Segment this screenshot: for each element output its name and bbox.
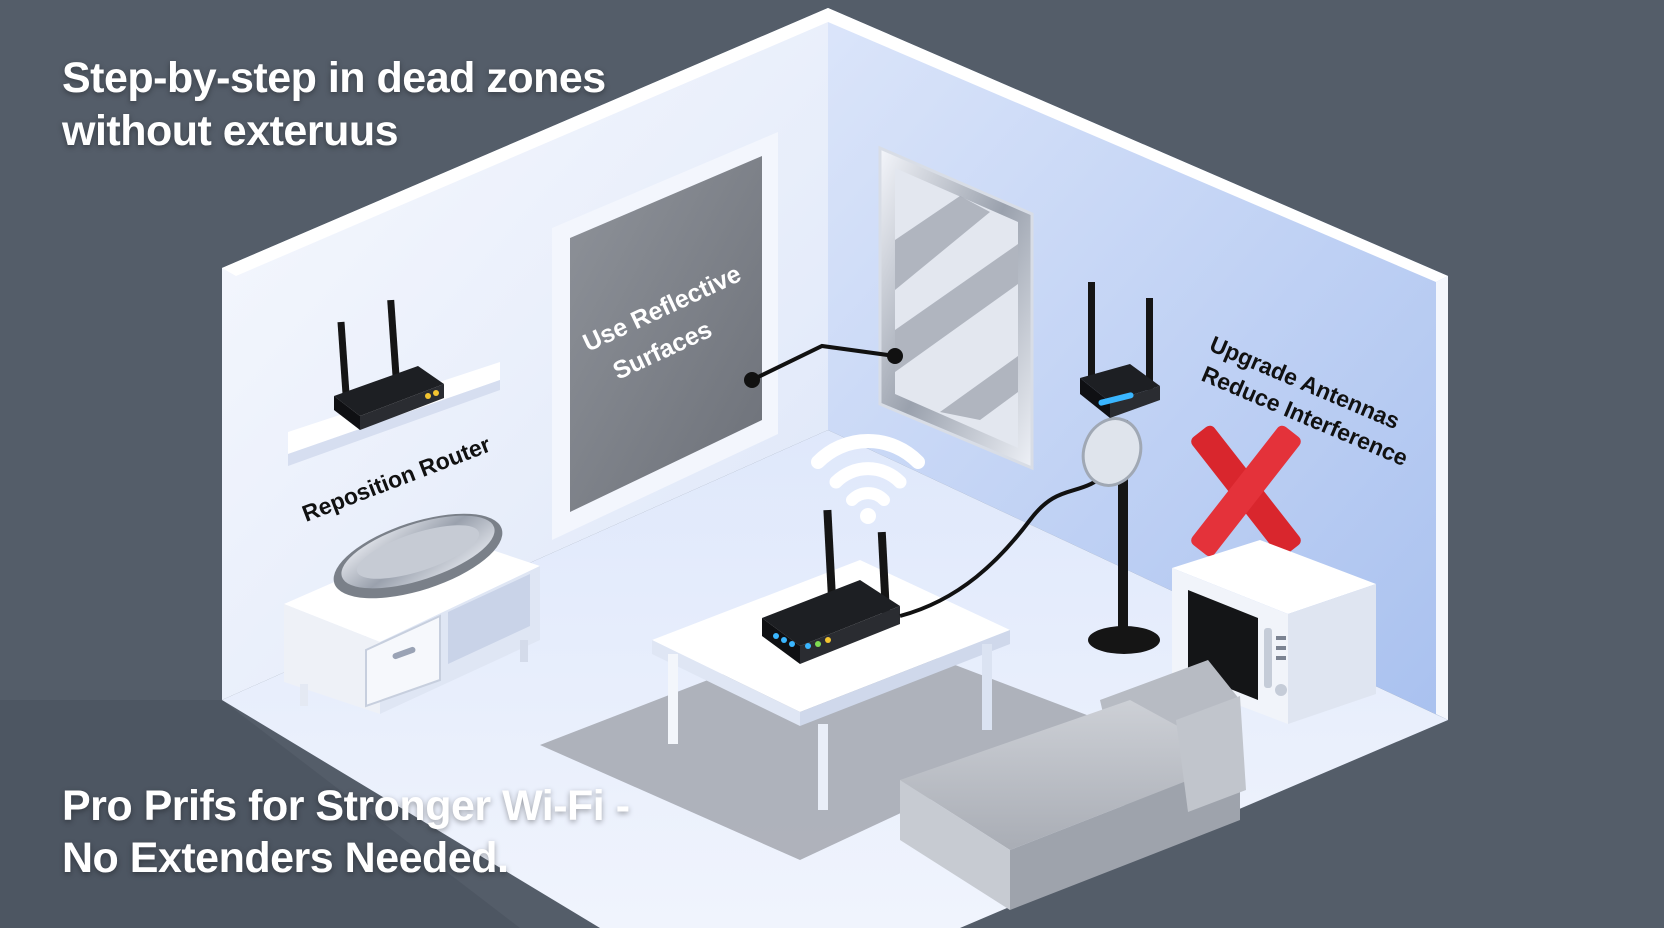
antenna-stand <box>1080 282 1160 654</box>
shelf-router <box>334 299 444 430</box>
connector-line <box>751 343 896 382</box>
back-wall-top <box>828 8 1448 282</box>
foil-stripe <box>895 244 1018 372</box>
room-shadow <box>0 700 520 928</box>
foil-stripe <box>940 356 1018 420</box>
connector-dot <box>744 372 760 388</box>
foil-stripe <box>895 196 990 290</box>
main-router <box>762 509 900 664</box>
left-wall-top <box>222 8 828 276</box>
headline-bottom-line2: No Extenders Needed. <box>62 834 509 882</box>
back-wall-edge <box>1436 276 1448 720</box>
metal-tray <box>333 513 503 599</box>
connector-dot <box>887 348 903 364</box>
antenna-cable <box>899 468 1112 618</box>
sofa <box>900 660 1246 910</box>
wifi-signal-icon <box>811 433 925 524</box>
headline-top-line1: Step-by-step in dead zones <box>62 54 606 102</box>
headline-bottom: Pro Prifs for Stronger Wi-Fi - No Extend… <box>62 780 630 884</box>
headline-top-line2: without exteruus <box>62 107 399 155</box>
red-x-icon <box>1191 425 1301 557</box>
headline-top: Step-by-step in dead zones without exter… <box>62 52 606 158</box>
headline-bottom-line1: Pro Prifs for Stronger Wi-Fi - <box>62 782 630 830</box>
mirror-panel <box>570 156 762 512</box>
wall-shelf-edge <box>288 380 500 466</box>
